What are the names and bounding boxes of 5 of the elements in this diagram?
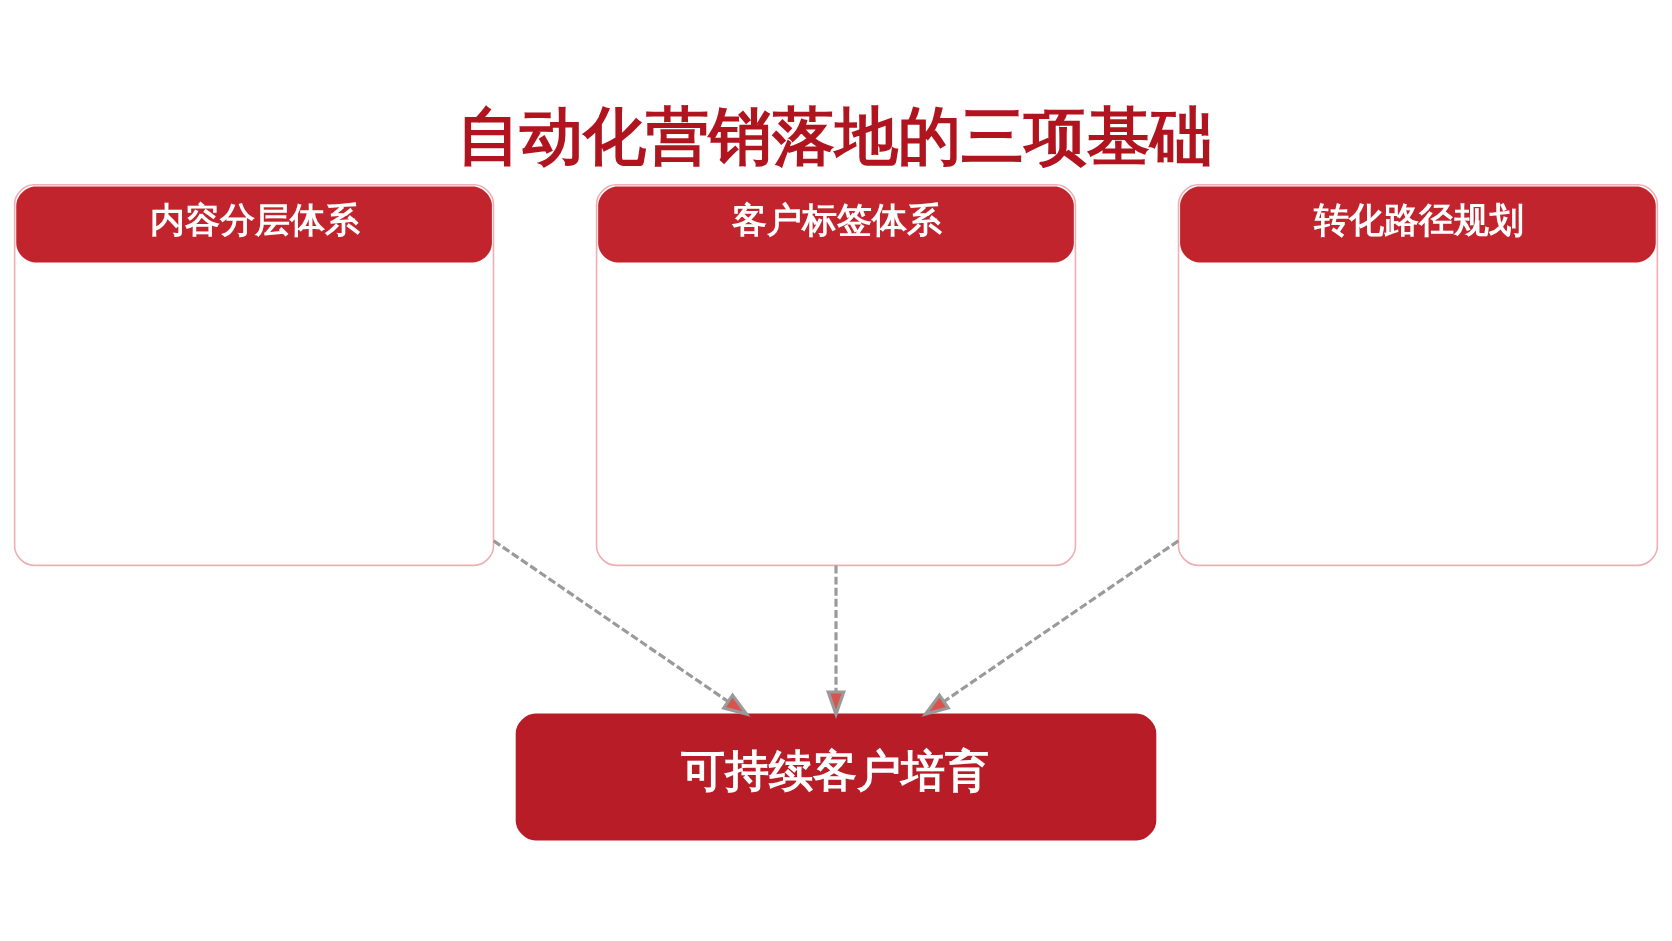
diagram-title: 自动化营销落地的三项基础 [457, 98, 1214, 173]
arrow [492, 539, 751, 717]
node-box: 可持续客户培育 [515, 713, 1157, 840]
arrow [826, 565, 846, 719]
arrow [921, 539, 1180, 717]
